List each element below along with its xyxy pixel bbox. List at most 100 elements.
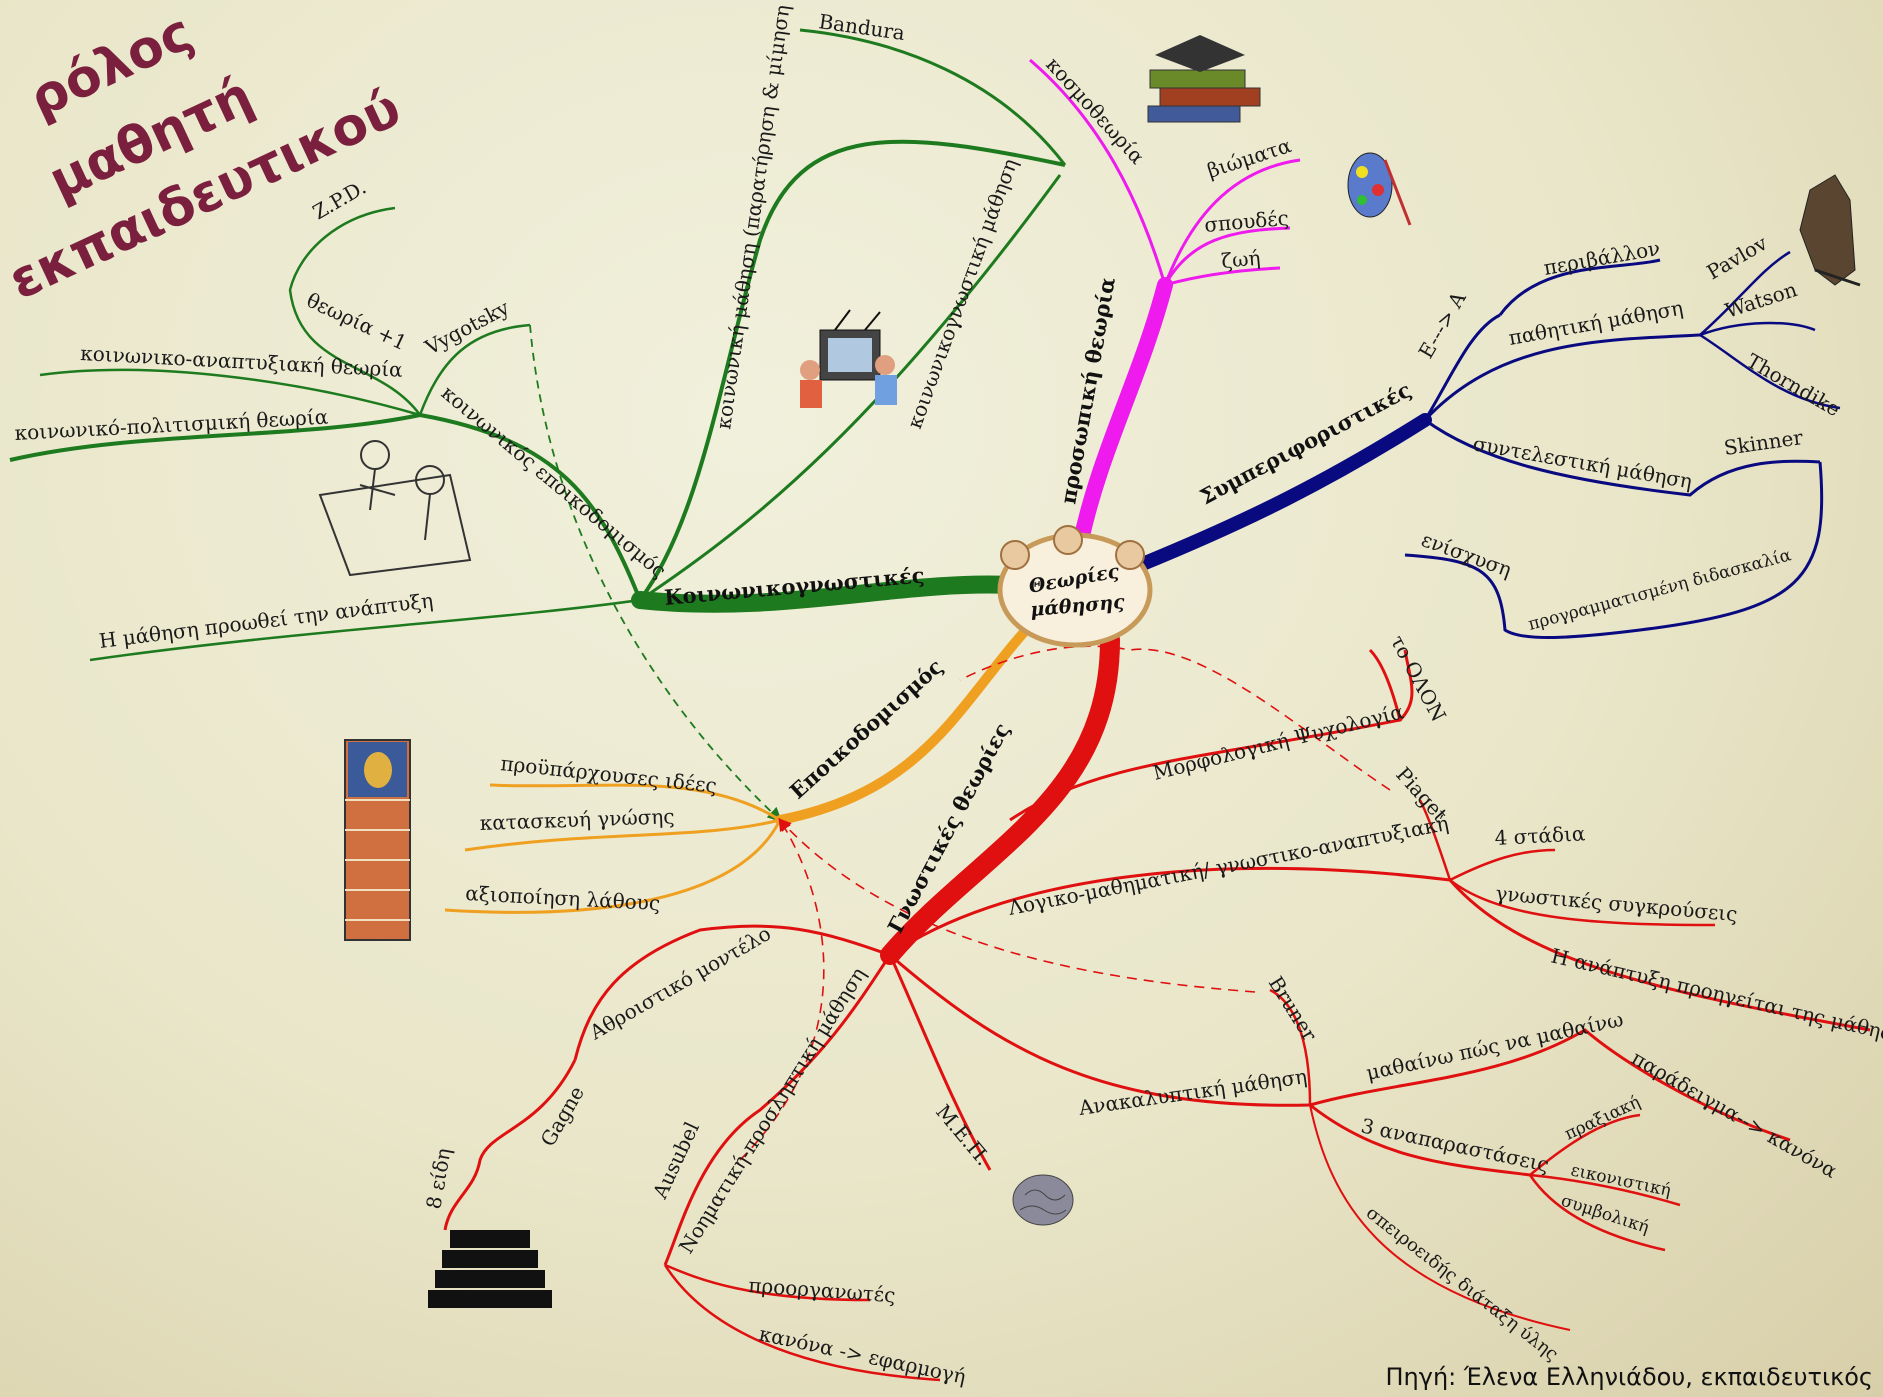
constructivism-label: κοινωνικός εποικοδομισμός [437, 380, 671, 582]
sr-label: E---> A [1414, 287, 1471, 363]
learn-how-line [1309, 1028, 1791, 1142]
eight-label: 8 είδη [421, 1146, 455, 1211]
reinforcement-label: ενίσχυση [1418, 527, 1514, 582]
brain-icon [1012, 1174, 1074, 1226]
palette-icon [1347, 152, 1412, 226]
enactive-line [1529, 1113, 1641, 1176]
environment-line [1498, 258, 1661, 316]
experiences-line [1163, 158, 1301, 286]
people-drawing-icon [318, 440, 472, 577]
conflicts-label: γνωστικές συγκρούσεις [1495, 881, 1739, 926]
socialcognitive-line [639, 174, 1062, 602]
center-node: Θεωρίες μάθησης [997, 525, 1153, 648]
programmed-label: προγραμματισμένη διδασκαλία [1526, 545, 1794, 635]
spiral-label: σπειροειδής διάταξη ύλης [1362, 1202, 1562, 1365]
passive-line [1423, 333, 1701, 422]
building-label: κατασκευή γνώσης [479, 804, 675, 835]
symbolic-line [1528, 1174, 1666, 1252]
conflicts-line [1449, 879, 1716, 927]
development-line [89, 598, 641, 662]
branch-social [9, 28, 1067, 822]
prior-label: προϋπάρχουσες ιδέες [499, 751, 718, 798]
meaningful-line [663, 954, 892, 1266]
sociodev-label: κοινωνικο-αναπτυξιακή θεωρία [80, 341, 404, 382]
watson-line [1699, 321, 1816, 337]
sociodev-line [39, 368, 421, 417]
development-label: Η μάθηση προωθεί την ανάπτυξη [98, 588, 435, 653]
logico-line [889, 867, 1451, 957]
source-credit: Πηγή: Έλενα Ελληνιάδου, εκπαιδευτικός [1385, 1363, 1874, 1391]
vygotsky-dashed-link [529, 324, 783, 822]
life-label: ζωή [1220, 246, 1261, 273]
rules-label: κανόνα -> εφαρμογή [757, 1321, 968, 1388]
gestalt-line [1009, 648, 1402, 822]
discovery-label: Ανακαλυπτική μάθηση [1076, 1064, 1308, 1120]
books-icon [1147, 35, 1261, 123]
logico-label: Λογικο-μαθηματική/ γνωστικο-αναπτυξιακή [1005, 811, 1450, 920]
branch-construct [444, 615, 1040, 914]
stages-label: 4 στάδια [1494, 821, 1586, 850]
sociocultural-line [9, 413, 421, 462]
iconic-label: εικονιστική [1569, 1160, 1673, 1201]
pavlov-line [1699, 250, 1791, 336]
construct-main-label: Εποικοδομισμός [785, 654, 948, 804]
worldview-label: κοσμοθεωρία [1041, 52, 1149, 168]
sr-line [1423, 313, 1501, 421]
construct-main-branch [775, 615, 1040, 825]
organizers-line [664, 1263, 871, 1302]
title: ρόλος μαθητή εκπαιδευτικού [0, 3, 410, 312]
watson-label: Watson [1722, 277, 1800, 323]
constructivism-line [419, 413, 642, 601]
thorndike-line [1699, 333, 1841, 410]
studies-line [1163, 226, 1291, 286]
mep-label: Μ.Ε.Π. [931, 1100, 995, 1170]
pavlov-label: Pavlov [1703, 230, 1772, 284]
learn-how-label: μαθαίνω πώς να μαθαίνω [1364, 1007, 1625, 1085]
branch-cognitive [443, 630, 1871, 1382]
thorndike-label: Thorndike [1743, 349, 1845, 422]
behavior-labels: Συμπεριφοριστικές E---> A περιβάλλον παθ… [1196, 230, 1845, 634]
ausubel-dashed-link [739, 817, 825, 1161]
cognitive-main-branch [880, 630, 1120, 965]
three-repr-label: 3 αναπαραστάσεις [1359, 1113, 1551, 1176]
vygotsky-line [418, 323, 531, 416]
personal-main-branch [1072, 277, 1173, 553]
enactive-label: πραξιακή [1562, 1092, 1644, 1144]
meaningful-label: Νοηματική-προσληπτική μάθηση [674, 963, 871, 1258]
gestalt-label: Μορφολογική Ψυχολογία [1150, 699, 1406, 785]
dog-icon [1799, 174, 1861, 287]
bruner-dashed-link [778, 818, 1256, 993]
stairs-icon [428, 1230, 552, 1308]
cognitive-labels: Γνωστικές θεωρίες Μορφολογική Ψυχολογία … [421, 631, 1883, 1389]
social-learning-label: κοινωνική μάθηση (παρατήρηση & μίμηση πρ… [711, 0, 810, 431]
environment-label: περιβάλλον [1542, 236, 1662, 280]
branch-personal [1029, 58, 1301, 553]
piaget-dashed-link [959, 645, 1391, 791]
cumulative-line [573, 924, 891, 1061]
studies-label: σπουδές [1203, 206, 1289, 237]
personal-main-label: προσωπική θεωρία [1055, 275, 1120, 506]
behavior-main-branch [1133, 413, 1432, 572]
dev-precedes-line [1448, 879, 1871, 1032]
socialcognitive-label: κοινωνικογνωστική μάθηση [902, 155, 1022, 431]
iconic-line [1529, 1173, 1681, 1207]
operant-label: συντελεστική μάθηση [1471, 431, 1694, 493]
whole-line [1398, 649, 1414, 722]
errors-line [444, 819, 782, 914]
gagne-line [443, 1059, 577, 1231]
life-line [1164, 266, 1281, 287]
piaget-line [1418, 799, 1452, 881]
zpd-line [288, 206, 422, 416]
building-line [464, 818, 781, 852]
branch-behavior [1133, 250, 1841, 639]
example-rule-label: παράδειγμα--> κανόνα [1628, 1046, 1842, 1183]
programmed-line [1404, 461, 1824, 639]
tv-children-icon [800, 309, 897, 408]
giraffe-brick-icon [344, 739, 411, 941]
operant-line [1424, 418, 1821, 497]
discovery-line [889, 953, 1311, 1107]
vygotsky-label: Vygotsky [420, 295, 514, 360]
prior-line [489, 783, 781, 822]
bruner-line [1269, 988, 1312, 1106]
